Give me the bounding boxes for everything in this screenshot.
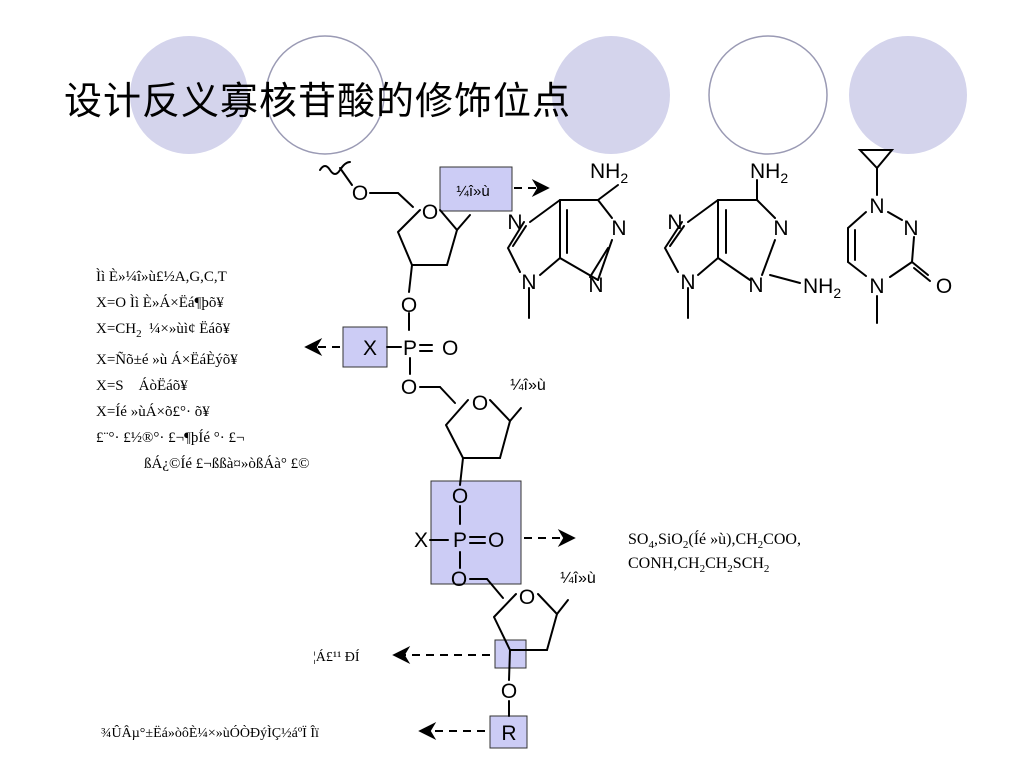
decor-circle-1 bbox=[130, 36, 248, 154]
base3-n2: N bbox=[903, 217, 918, 240]
base-label-2: ¼î»ù bbox=[510, 377, 546, 394]
adenine-nh2: NH2 bbox=[590, 160, 628, 186]
base-label-3: ¼î»ù bbox=[560, 570, 596, 587]
phosphate-substitutes-line-2: CONH,CH2CH2SCH2 bbox=[628, 555, 769, 575]
base3-n4: N bbox=[869, 275, 884, 298]
base3-n1: N bbox=[869, 195, 884, 218]
p-atom-2: P bbox=[453, 529, 467, 552]
note-line-6: X=Íé »ùÁ×õ£°· õ¥ bbox=[96, 404, 210, 420]
adenine-n9: N bbox=[521, 271, 536, 294]
o-atom-4: O bbox=[452, 485, 468, 508]
phosphate-substitutes-line-1: SO4,SiO2(Íé »ù),CH2COO, bbox=[628, 529, 801, 551]
adenine-n7: N bbox=[507, 211, 522, 234]
base-box-label: ¼î»ù bbox=[456, 183, 489, 200]
o-atom-2: O bbox=[401, 294, 417, 317]
note-line-2: X=O Ìì È»Á×Ëá¶þõ¥ bbox=[96, 295, 224, 311]
base2-nh2-side: NH2 bbox=[803, 275, 841, 301]
o-atom-1: O bbox=[352, 182, 368, 205]
decor-circle-4 bbox=[708, 35, 828, 155]
x-substitutes-notes: Ìì È»¼î»ù£½A,G,C,T X=O Ìì È»Á×Ëá¶þõ¥ X=C… bbox=[96, 264, 310, 477]
tail-note: ¾ÛÂµ°±Ëá»òôÈ¼×»ùÓÒÐýÌÇ½áºÏ Îï bbox=[101, 724, 319, 741]
base2-n7: N bbox=[667, 211, 682, 234]
o-double-2: O bbox=[488, 529, 504, 552]
p-atom-1: P bbox=[403, 337, 417, 360]
o-atom-ring-2: O bbox=[472, 392, 488, 415]
o-atom-5: O bbox=[451, 568, 467, 591]
o-atom-ring-3: O bbox=[519, 586, 535, 609]
base3-o: O bbox=[936, 275, 952, 298]
note-line-8: ßÁ¿©Íé £¬ßßà¤»òßÁà° £© bbox=[144, 456, 310, 472]
decor-circle-5 bbox=[849, 36, 967, 154]
note-line-7: £¨°· £½®°· £¬¶þÍé °· £¬ bbox=[96, 430, 245, 446]
decor-circle-3 bbox=[552, 36, 670, 154]
decor-circle-2 bbox=[265, 35, 385, 155]
note-line-5: X=S ÁòËáõ¥ bbox=[96, 378, 188, 394]
base2-n1: N bbox=[773, 217, 788, 240]
note-line-1: Ìì È»¼î»ù£½A,G,C,T bbox=[96, 269, 227, 285]
x-label-main: X bbox=[363, 337, 377, 360]
o-atom-6: O bbox=[501, 680, 517, 703]
base2-n9: N bbox=[680, 271, 695, 294]
x-label-box: X bbox=[414, 529, 428, 552]
page-title: 设计反义寡核苷酸的修饰位点 bbox=[64, 79, 572, 123]
r-highlight-box bbox=[489, 715, 528, 749]
phosphate-highlight-box bbox=[430, 480, 522, 585]
base2-n3: N bbox=[748, 274, 763, 297]
r-label: R bbox=[501, 722, 516, 745]
adenine-n1: N bbox=[611, 217, 626, 240]
note-line-3: X=CH2 ¼×»ùì¢ Ëáõ¥ bbox=[96, 321, 231, 340]
adenine-n3: N bbox=[588, 274, 603, 297]
o-atom-ring-1: O bbox=[422, 201, 438, 224]
o-double-1: O bbox=[442, 337, 458, 360]
base2-nh2-top: NH2 bbox=[750, 160, 788, 186]
sugar-note: ¦Á£­¹¹ ÐÍ bbox=[313, 648, 360, 665]
note-line-4: X=Ñõ±é »ù Á×ËáÈýõ¥ bbox=[96, 352, 238, 368]
base-highlight-box bbox=[439, 166, 513, 212]
o-atom-3: O bbox=[401, 376, 417, 399]
